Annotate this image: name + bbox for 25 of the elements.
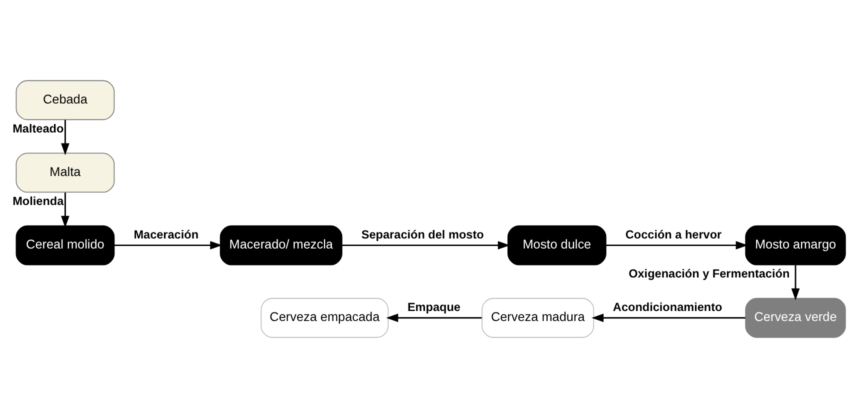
arrow: [114, 241, 222, 250]
arrow: [592, 314, 746, 322]
arrow: [791, 265, 800, 300]
node-box: Cerveza madura: [482, 298, 594, 338]
node-box: Mosto dulce: [507, 225, 606, 266]
edge-label: Separación del mosto: [361, 228, 484, 242]
arrow: [61, 192, 70, 228]
edge-label: Malteado: [12, 122, 64, 136]
edge-label: Molienda: [12, 194, 64, 208]
edge-label: Cocción a hervor: [625, 228, 722, 242]
node-box: Cebada: [16, 80, 115, 120]
node-box: Cereal molido: [16, 225, 115, 266]
edge-label: Oxigenación y Fermentación: [628, 268, 790, 281]
arrow: [386, 314, 482, 322]
node-box: Cerveza empacada: [260, 298, 389, 338]
edge-label: Acondicionamiento: [612, 300, 722, 314]
node-box: Cerveza verde: [745, 298, 846, 338]
node-box: Mosto amargo: [745, 225, 846, 266]
node-box: Macerado/ mezcla: [220, 225, 342, 266]
arrow: [61, 120, 70, 156]
node-box: Malta: [16, 152, 115, 193]
edge-label: Empaque: [407, 300, 460, 314]
arrow: [342, 241, 510, 250]
edge-label: Maceración: [134, 228, 199, 242]
arrow: [606, 241, 748, 250]
